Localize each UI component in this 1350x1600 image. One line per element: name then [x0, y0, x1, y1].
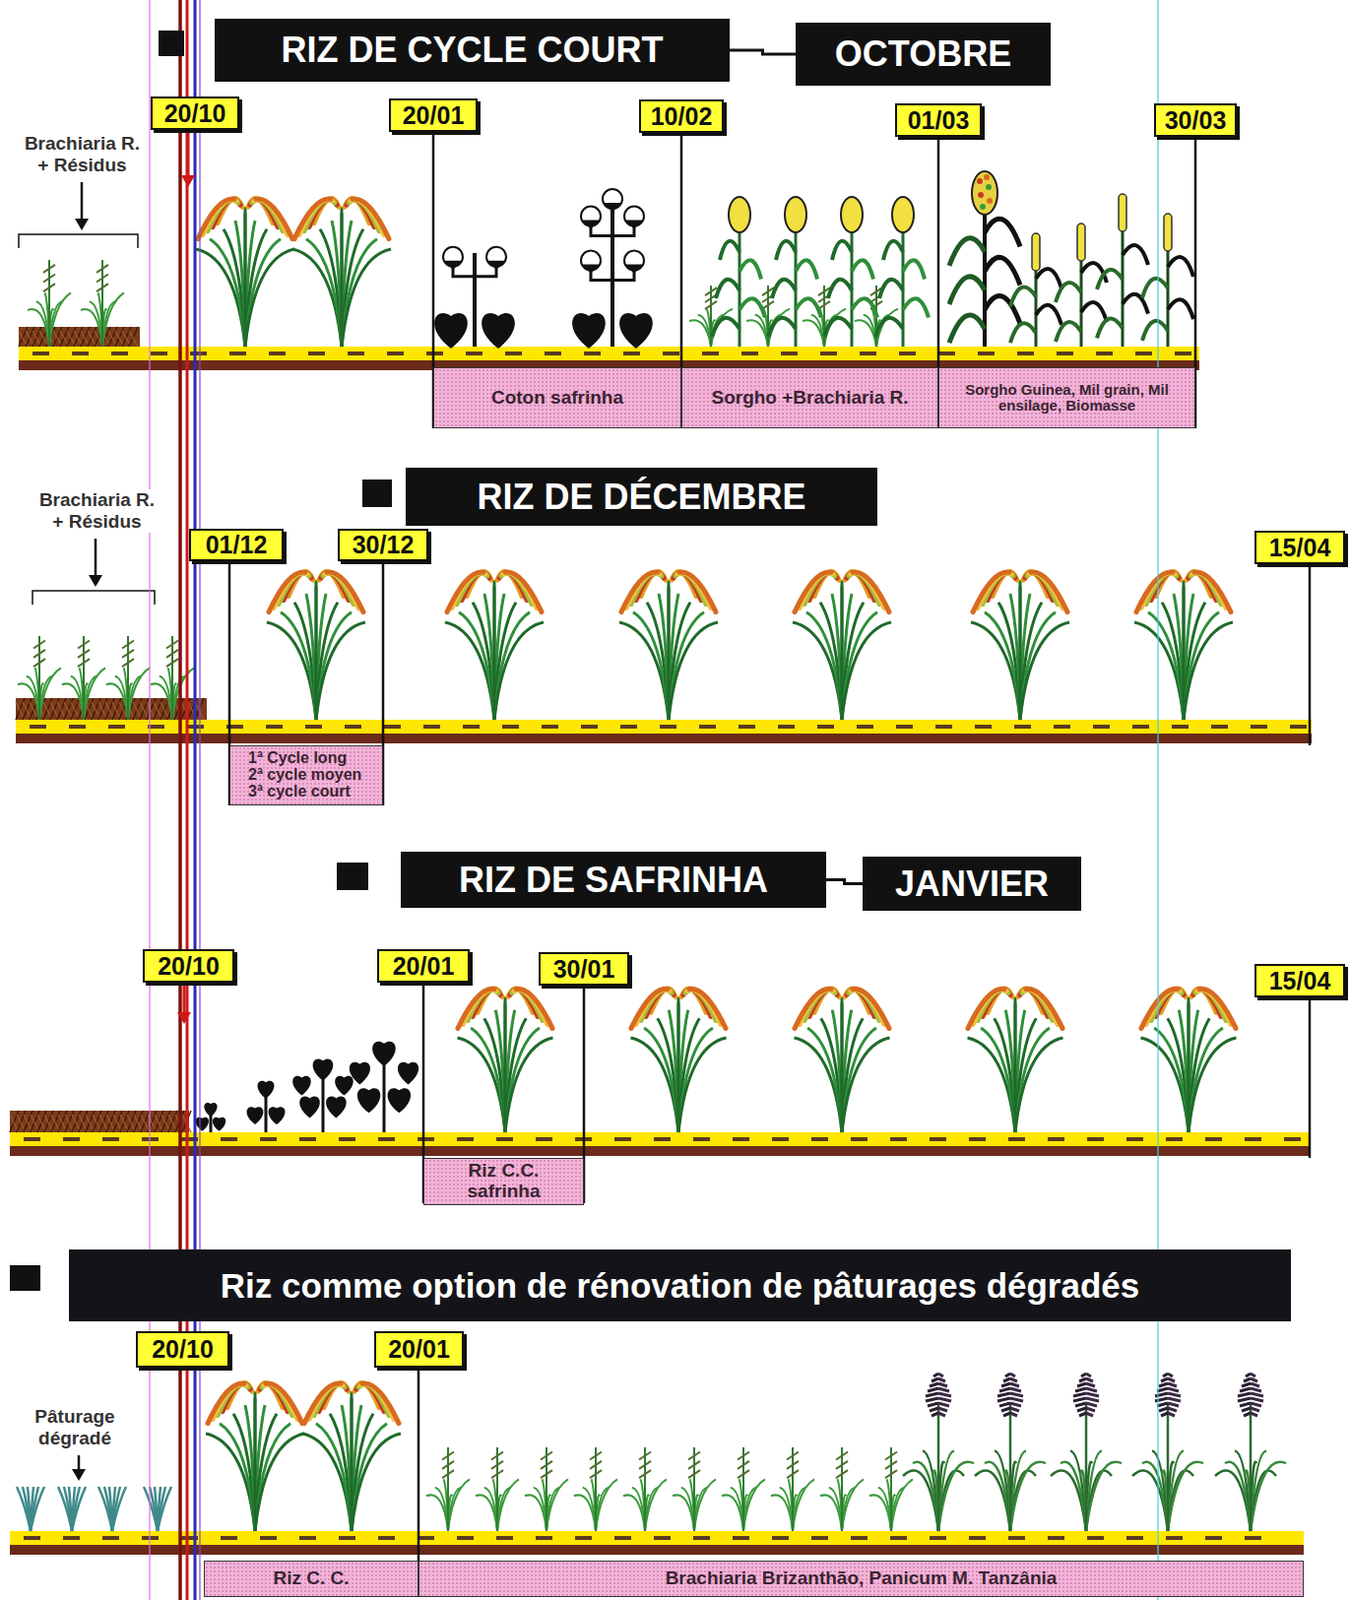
date-tag: 30/01: [538, 952, 630, 986]
node-text: 01/12: [205, 530, 268, 560]
date-tag: 30/03: [1154, 103, 1237, 137]
date-leader-line: [229, 131, 1310, 1598]
node-text: Riz comme option de rénovation de pâtura…: [220, 1266, 1141, 1306]
node-text: Coton safrinha: [491, 387, 624, 409]
node-text: 20/01: [402, 101, 465, 130]
date-tag: 15/04: [1254, 964, 1346, 998]
node-text: JANVIER: [895, 863, 1049, 905]
crop-label-box: Coton safrinha: [433, 367, 682, 429]
date-tag: 01/03: [895, 103, 982, 137]
title-band: RIZ DE SAFRINHA: [400, 851, 827, 908]
title-band: OCTOBRE: [795, 22, 1051, 86]
node-text: 1ª Cycle long 2ª cycle moyen 3ª cycle co…: [248, 750, 365, 800]
title-band: RIZ DE DÉCEMBRE: [405, 467, 878, 526]
bracket: [18, 182, 138, 249]
date-tag: 20/10: [150, 96, 240, 130]
brachiaria-tuft: [426, 1447, 913, 1532]
date-tag: 20/10: [142, 949, 235, 983]
node-text: 20/01: [392, 952, 455, 981]
degraded-pasture: [16, 1486, 172, 1532]
sowing-arrow: [177, 132, 195, 1025]
node-text: 20/01: [387, 1335, 450, 1364]
node-text: 01/03: [907, 106, 970, 135]
node-text: OCTOBRE: [835, 33, 1012, 75]
rice-plant: [195, 198, 391, 347]
date-tag: 30/12: [337, 528, 429, 562]
node-text: 10/02: [650, 102, 713, 131]
node-text: 30/03: [1164, 106, 1227, 135]
date-tag: 10/02: [639, 99, 724, 133]
node-text: 20/10: [151, 1335, 214, 1364]
rice-plant: [457, 988, 1237, 1133]
connector-line: [729, 50, 796, 55]
node-text: Riz C. C.: [272, 1568, 349, 1590]
node-text: 15/04: [1269, 966, 1332, 996]
residue-mulch: [18, 259, 140, 347]
panicum-plant: [902, 1373, 1286, 1532]
millet-plant: [1010, 193, 1194, 347]
date-tag: 20/01: [388, 98, 478, 132]
residue-mulch: [9, 1110, 192, 1133]
date-tag: 20/01: [377, 949, 470, 983]
crop-label-box: Sorgho +Brachiaria R.: [681, 367, 939, 429]
node-text: Brachiaria Brizanthão, Panicum M. Tanzân…: [665, 1568, 1058, 1590]
node-text: 20/10: [164, 99, 227, 129]
crop-label-box: Riz C. C.: [203, 1560, 419, 1598]
guide-line: [149, 0, 1158, 1600]
crop-label-box: Sorgho Guinea, Mil grain, Mil ensilage, …: [938, 367, 1196, 429]
crop-label-box: 1ª Cycle long 2ª cycle moyen 3ª cycle co…: [229, 745, 384, 806]
connector-line: [826, 880, 863, 885]
annotation-label: Pâturage dégradé: [20, 1406, 129, 1450]
title-band: RIZ DE CYCLE COURT: [214, 18, 730, 82]
node-text: Sorgho Guinea, Mil grain, Mil ensilage, …: [945, 382, 1189, 414]
node-text: RIZ DE DÉCEMBRE: [476, 476, 806, 518]
node-text: 30/12: [352, 530, 415, 560]
rice-plant: [205, 1383, 401, 1532]
cotton-plant: [434, 189, 653, 349]
node-text: Riz C.C. safrinha: [430, 1160, 578, 1203]
title-band: JANVIER: [862, 856, 1082, 911]
annotation-label: Brachiaria R. + Résidus: [35, 489, 159, 533]
maize-plant: [949, 171, 1021, 347]
node-text: Sorgho +Brachiaria R.: [710, 387, 908, 409]
date-tag: 20/10: [135, 1331, 230, 1368]
node-text: RIZ DE SAFRINHA: [458, 859, 769, 901]
soy-seedling: [195, 1041, 419, 1133]
ground-strip: [9, 1531, 1304, 1555]
node-text: 15/04: [1269, 533, 1332, 563]
annotation-label: Brachiaria R. + Résidus: [20, 132, 144, 177]
date-tag: 15/04: [1254, 530, 1346, 565]
title-band: Riz comme option de rénovation de pâtura…: [68, 1249, 1291, 1322]
ground-strip: [9, 1132, 1310, 1157]
crop-label-box: Brachiaria Brizanthão, Panicum M. Tanzân…: [418, 1560, 1304, 1598]
node-text: 30/01: [553, 955, 616, 984]
residue-mulch: [15, 636, 207, 720]
date-tag: 01/12: [189, 528, 284, 562]
title-bullet: [9, 30, 392, 1291]
brachiaria-tuft: [689, 285, 899, 347]
bracket: [32, 538, 155, 605]
node-text: 20/10: [157, 952, 220, 981]
pointer-arrow: [71, 1455, 86, 1481]
node-text: RIZ DE CYCLE COURT: [280, 29, 663, 71]
crop-label-box: Riz C.C. safrinha: [423, 1157, 584, 1206]
rice-plant: [266, 572, 1233, 720]
sorghum-plant: [711, 196, 929, 347]
date-tag: 20/01: [374, 1331, 464, 1368]
ground-strip: [15, 719, 1312, 744]
